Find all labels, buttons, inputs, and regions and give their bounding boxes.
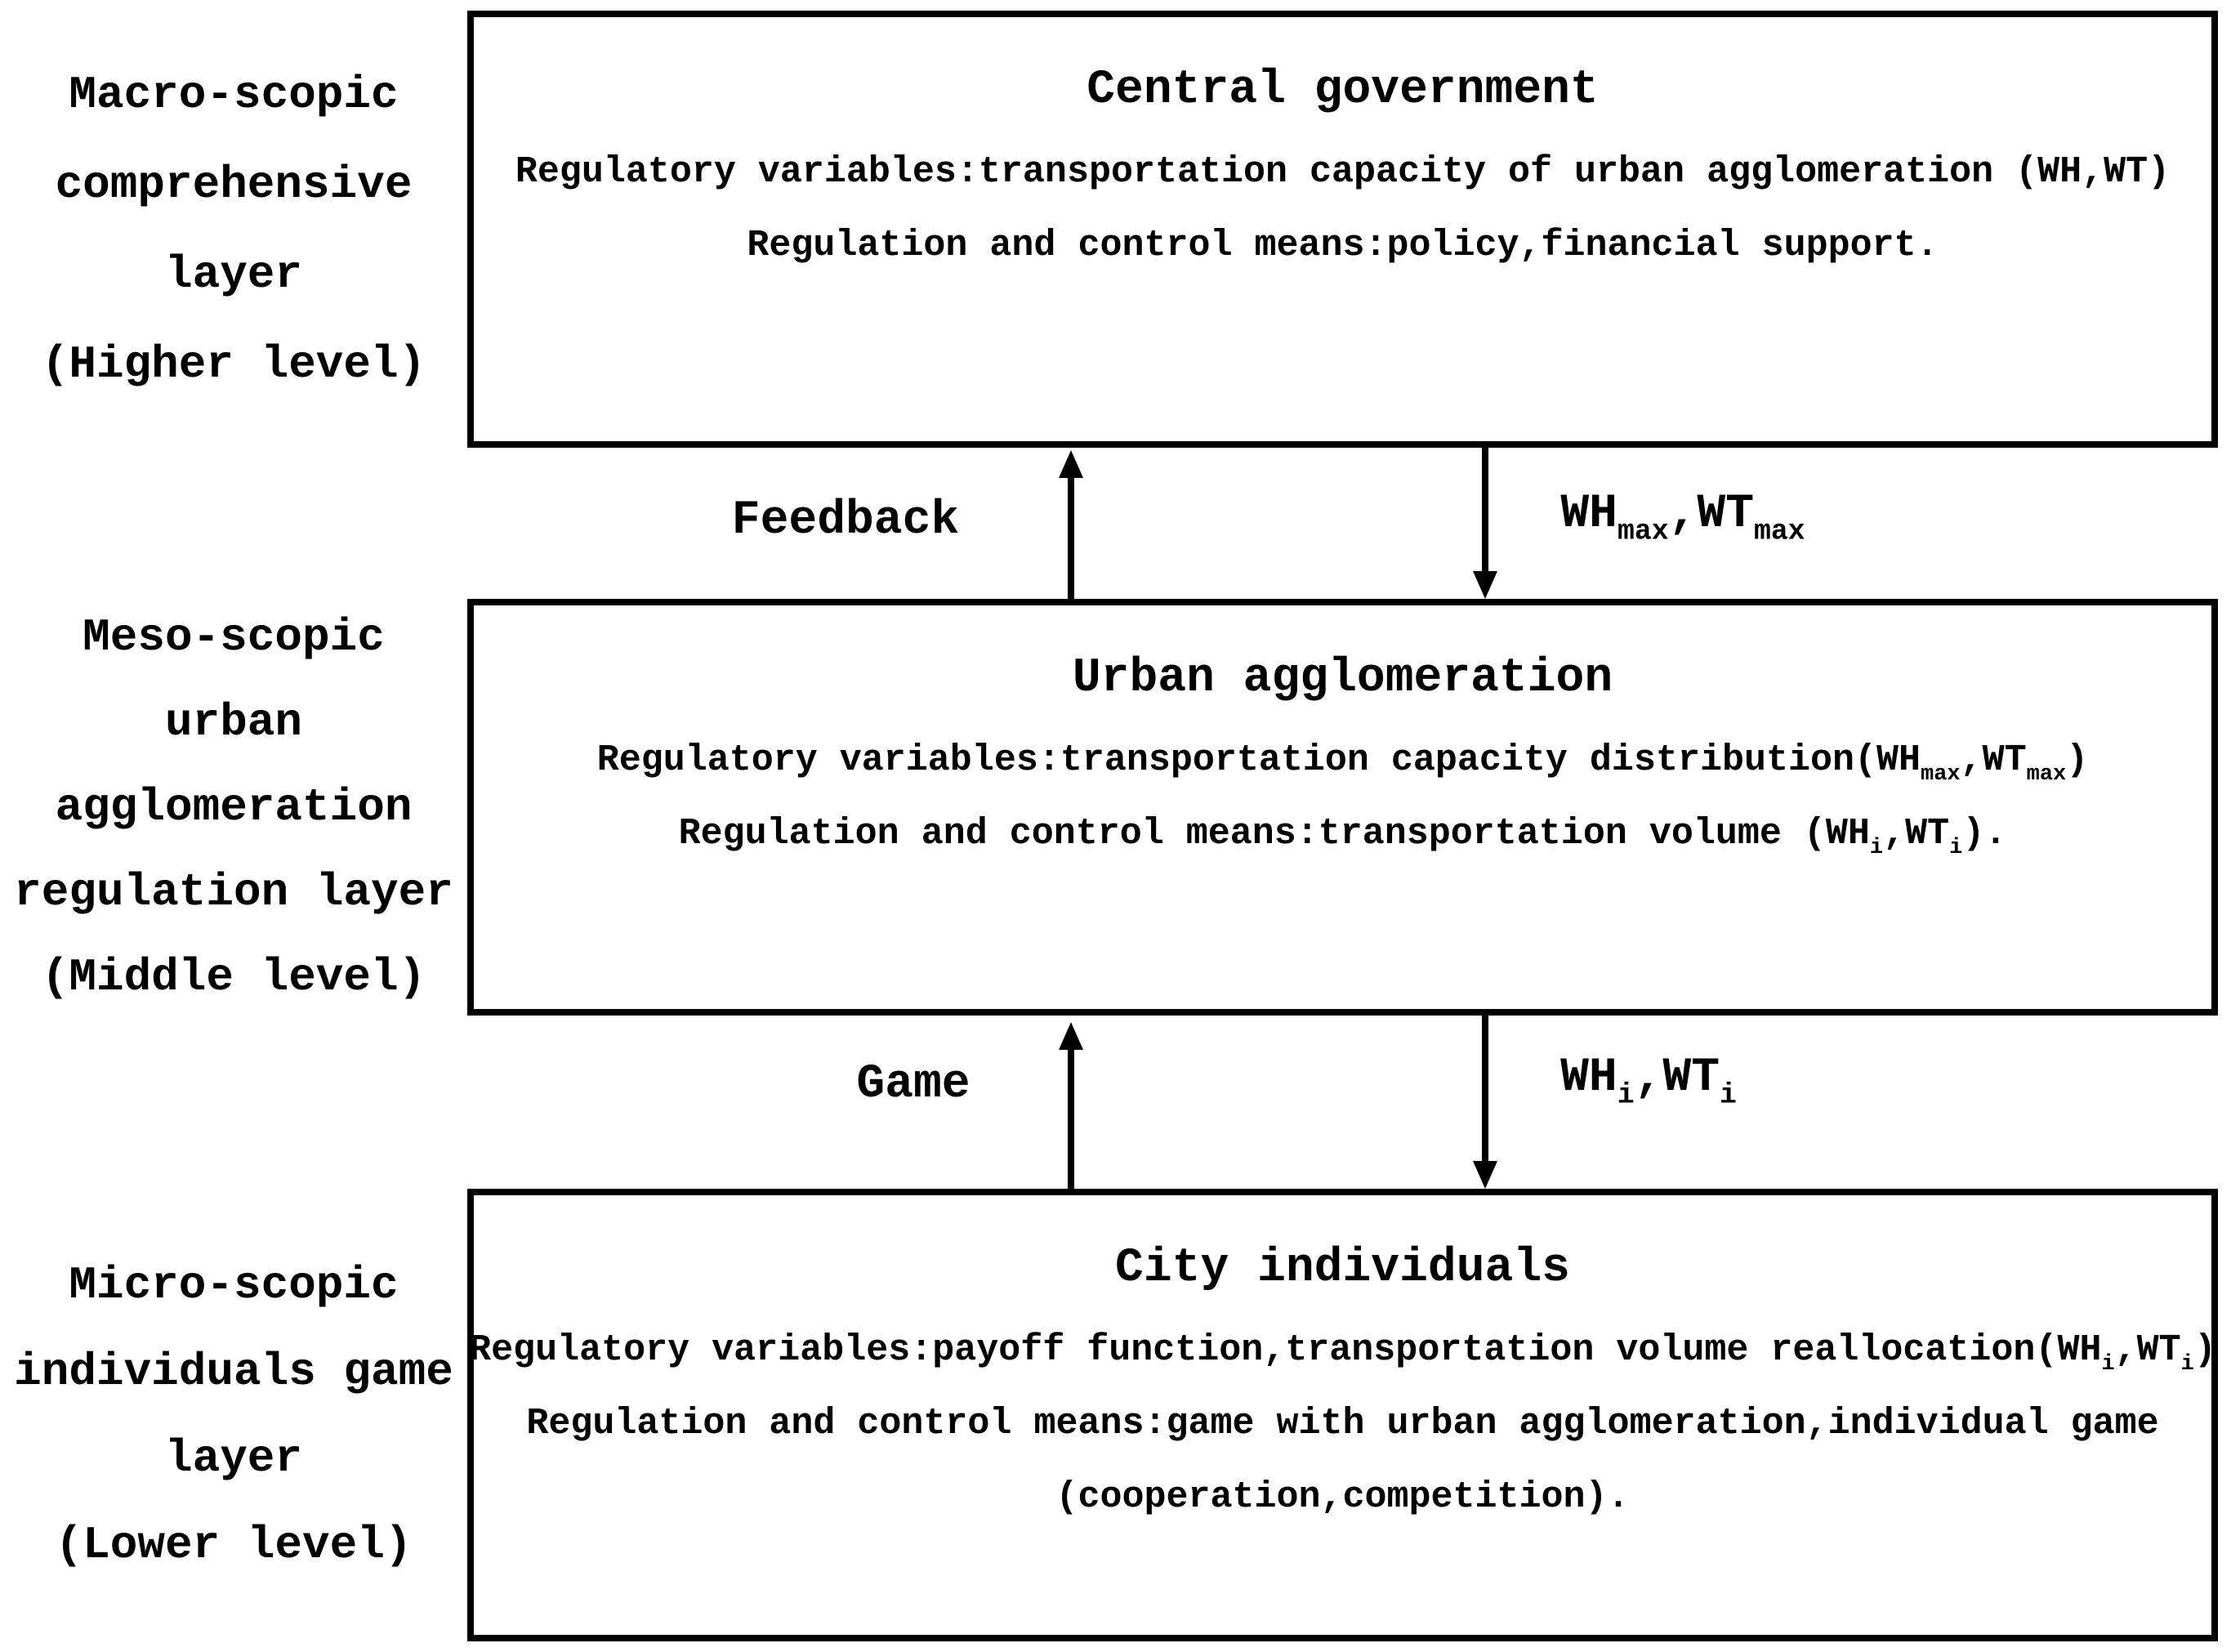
arrowhead-down-icon	[1473, 571, 1497, 599]
subscript: i	[2180, 1352, 2194, 1377]
box-text-line: Regulation and control means:policy,fina…	[747, 225, 1939, 266]
layer-label-line: regulation layer	[14, 866, 453, 918]
box-text-line: (cooperation,competition).	[1055, 1476, 1630, 1518]
subscript: i	[1720, 1079, 1737, 1112]
game-up-arrow-icon	[1059, 1022, 1083, 1189]
layer-label-line: urban	[164, 696, 303, 748]
arrow-shaft	[1482, 448, 1488, 576]
layer-label-line: individuals game	[14, 1346, 453, 1398]
subscript: max	[2026, 762, 2067, 788]
box-text-line: Regulation and control means:transportat…	[678, 813, 2007, 861]
box-city-individuals: City individuals Regulatory variables:pa…	[467, 1189, 2218, 1641]
layer-label-line: (Higher level)	[41, 337, 426, 391]
arrow-shaft	[1068, 473, 1074, 599]
box-text-line: Regulatory variables:transportation capa…	[596, 739, 2089, 788]
layer-label-line: layer	[164, 248, 303, 301]
layer-label-line: (Middle level)	[41, 951, 426, 1003]
layer-label-line: comprehensive	[55, 158, 413, 211]
feedback-up-arrow-icon	[1059, 450, 1083, 599]
subscript: i	[1617, 1079, 1635, 1112]
subscript: i	[1869, 836, 1884, 861]
subscript: max	[1921, 762, 1961, 788]
box-central-government: Central government Regulatory variables:…	[467, 11, 2218, 448]
box-text-line: Regulatory variables:transportation capa…	[515, 151, 2171, 193]
layer-label-meso: Meso-scopic urban agglomeration regulation …	[0, 599, 467, 1016]
layer-label-macro: Macro-scopic comprehensive layer (Higher le…	[0, 11, 467, 448]
arrowhead-down-icon	[1473, 1161, 1497, 1189]
whi-wti-label: WHi,WTi	[1560, 1051, 1737, 1112]
layer-label-micro: Micro-scopic individuals game layer (Lower …	[0, 1189, 467, 1641]
arrow-shaft	[1068, 1045, 1074, 1189]
layer-label-line: Micro-scopic	[69, 1259, 399, 1311]
box-title-central-government: Central government	[1086, 64, 1599, 117]
box-body-central-government: Regulatory variables:transportation capa…	[515, 136, 2170, 283]
box-title-city-individuals: City individuals	[1115, 1242, 1570, 1295]
arrow-shaft	[1482, 1016, 1488, 1166]
layer-label-line: layer	[164, 1432, 303, 1485]
subscript: max	[1617, 516, 1669, 548]
subscript: i	[2101, 1352, 2115, 1377]
layer-label-line: (Lower level)	[55, 1519, 413, 1571]
layer-label-line: Meso-scopic	[83, 611, 385, 663]
whi-down-arrow-icon	[1473, 1016, 1497, 1189]
layer-label-line: Macro-scopic	[69, 68, 399, 121]
layer-label-line: agglomeration	[55, 781, 413, 833]
box-body-city-individuals: Regulatory variables:payoff function,tra…	[469, 1314, 2216, 1534]
whmax-wtmax-label: WHmax,WTmax	[1560, 488, 1805, 548]
box-text-line: Regulation and control means:game with u…	[526, 1403, 2159, 1444]
box-body-urban-agglomeration: Regulatory variables:transportation capa…	[597, 724, 2089, 871]
subscript: i	[1949, 836, 1963, 861]
box-title-urban-agglomeration: Urban agglomeration	[1072, 652, 1613, 705]
box-text-line: Regulatory variables:payoff function,tra…	[469, 1329, 2216, 1377]
subscript: max	[1754, 516, 1805, 548]
whmax-down-arrow-icon	[1473, 448, 1497, 599]
box-urban-agglomeration: Urban agglomeration Regulatory variables…	[467, 599, 2218, 1016]
feedback-label: Feedback	[731, 494, 960, 547]
game-label: Game	[856, 1058, 970, 1111]
